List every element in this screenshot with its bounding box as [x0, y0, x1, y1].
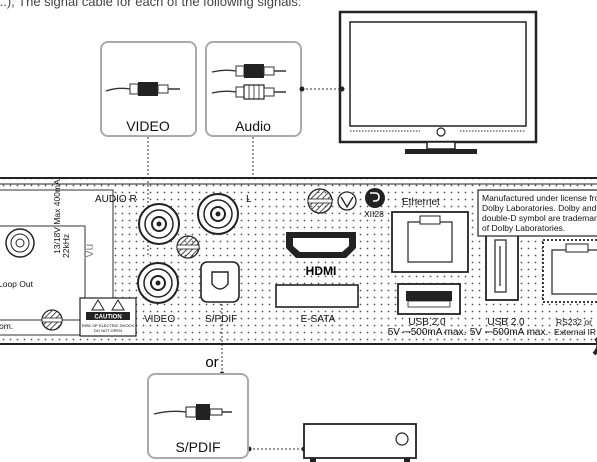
spdif-port	[200, 261, 240, 303]
audio-l-label: L	[246, 194, 252, 205]
ethernet-label: Ethernet	[402, 197, 440, 208]
video-box-label: VIDEO	[126, 118, 170, 134]
loop-out-label: Loop Out	[0, 279, 34, 289]
usb-port-left	[397, 283, 461, 315]
dolby-license-box: Manufactured under license from Dolby La…	[477, 189, 597, 237]
screw-icon	[307, 188, 333, 214]
hdmi-port	[286, 232, 356, 258]
usb-port-right	[485, 231, 519, 301]
pct-logo-icon: XII28	[364, 188, 385, 219]
audio-box-label: Audio	[235, 118, 271, 134]
left-fragment-label: om.	[0, 321, 13, 331]
caution-title: CAUTION	[94, 315, 121, 321]
pct-code-label: XII28	[364, 209, 384, 219]
tuner-section: Loop Out 13/18V Max 400mA 22kHz Vu om.	[0, 179, 96, 331]
rca-audio-cable-icon	[211, 64, 286, 100]
spdif-box-label: S/PDIF	[175, 439, 220, 455]
usb-left-power-label: 5V ⎓500mA max.	[388, 327, 467, 338]
video-jack	[137, 262, 179, 304]
dolby-line-3: double-D symbol are trademarks	[482, 213, 597, 223]
audio-connection-box: Audio	[205, 41, 302, 137]
header-text: ...), The signal cable for each of the f…	[0, 0, 301, 9]
esata-port	[275, 284, 359, 308]
dolby-line-1: Manufactured under license from	[482, 193, 597, 203]
esata-label: E-SATA	[301, 314, 336, 325]
ethernet-port	[391, 211, 469, 273]
dolby-line-2: Dolby Laboratories. Dolby and the	[482, 203, 597, 213]
usb-right-label: USB 2.0	[487, 317, 525, 328]
or-label: or	[205, 354, 218, 371]
caution-line1: RISK OF ELECTRIC SHOCK	[82, 323, 135, 328]
vu-logo: Vu	[82, 244, 96, 258]
certification-logo-icon	[337, 191, 357, 211]
rca-video-cable-icon	[105, 82, 180, 96]
tv-icon	[338, 10, 538, 154]
tuner-spec-label: 13/18V Max 400mA	[52, 179, 62, 254]
video-connection-box: VIDEO	[100, 41, 197, 137]
audio-r-jack	[138, 203, 180, 245]
caution-label: CAUTION RISK OF ELECTRIC SHOCK DO NOT OP…	[79, 297, 137, 337]
tuner-freq-label: 22kHz	[61, 234, 71, 258]
dolby-line-4: of Dolby Laboratories.	[482, 223, 565, 233]
rs232-port	[542, 239, 597, 303]
rs232-label: RS232 or	[556, 317, 592, 327]
video-label: VIDEO	[144, 314, 175, 325]
hdmi-label: HDMI	[306, 264, 337, 278]
external-ir-label: External IR	[554, 327, 596, 337]
spdif-connection-box: S/PDIF	[147, 373, 249, 459]
usb-left-label: USB 2.0	[408, 317, 446, 328]
amplifier-icon	[303, 423, 417, 462]
screw-icon	[176, 235, 200, 259]
audio-l-jack	[197, 193, 239, 235]
caution-line2: DO NOT OPEN	[94, 328, 122, 333]
spdif-label: S/PDIF	[205, 314, 237, 325]
optical-cable-icon	[153, 404, 232, 420]
audio-r-label: AUDIO R	[95, 194, 137, 205]
screw-icon	[41, 309, 63, 331]
usb-right-power-label: 5V ⎓500mA max.	[470, 327, 549, 338]
